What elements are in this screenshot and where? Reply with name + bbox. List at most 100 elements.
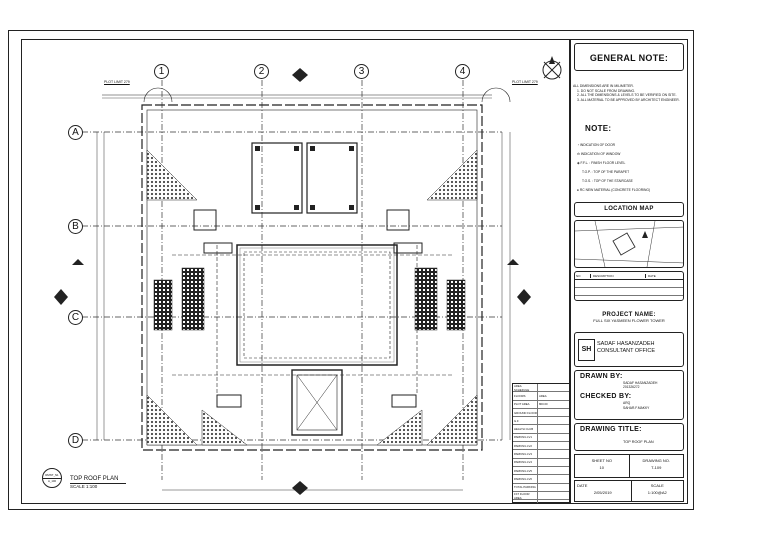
general-notes-list: ALL DIMENSIONS ARE IN MILIMETER. 1. DO N…: [573, 84, 687, 102]
drawn-checked-box: DRAWN BY: SADAF HASANZADEH 201326272 CHE…: [574, 370, 684, 420]
general-note-item: 3. ALL MATERIAL TO BE APPROVED BY ARCHIT…: [577, 97, 680, 102]
project-name-block: PROJECT NAME: FULL SIX YASMEEN FLOWER TO…: [574, 312, 684, 323]
drawing-sheet: 1 2 3 4 A B C D PLOT LIMIT 279 PLOT LIMI…: [8, 30, 694, 510]
schedule-label: PARKING LV3: [513, 450, 538, 458]
schedule-label: PARKING LV2: [513, 442, 538, 450]
schedule-row: AREA SCHEDULE: [513, 384, 569, 393]
schedule-row: 1ST FLOOR AREA: [513, 492, 569, 501]
floor-plan-area: 1 2 3 4 A B C D PLOT LIMIT 279 PLOT LIMI…: [21, 39, 570, 504]
title-block: GENERAL NOTE: ALL DIMENSIONS ARE IN MILI…: [570, 39, 688, 504]
general-note-item: 2. ALL THE DIMENSIONS & LEVELS TO BE VER…: [577, 93, 677, 97]
drawing-no-cell: DRAWING NO. T-109: [630, 455, 684, 477]
plan-reference-tag: RMNT_N1 A_100: [42, 468, 62, 488]
sheet-no-cell: SHEET NO 10: [575, 455, 630, 477]
roof-plan-drawing: [54, 56, 562, 495]
plan-scale: SCALE 1:100: [70, 484, 98, 489]
schedule-row: PARKING LV2: [513, 442, 569, 451]
date-cell: DATE 2/05/2019: [575, 481, 632, 501]
general-note-title: GENERAL NOTE:: [589, 53, 669, 63]
location-map-title: LOCATION MAP: [604, 206, 654, 212]
schedule-label: 1ST FLOOR AREA: [513, 492, 538, 500]
scale-cell: SCALE 1:100@A2: [632, 481, 684, 501]
schedule-label: PARKING LV5: [513, 466, 538, 475]
note-window: ⊖ INDICATION OF WINDOW: [577, 152, 621, 156]
drawn-by-label: DRAWN BY:: [580, 373, 623, 380]
plan-title-block: TOP ROOF PLAN SCALE 1:100: [70, 476, 126, 489]
grid-bubble-4: 4: [455, 64, 470, 79]
schedule-label: PLOT AREA: [513, 400, 538, 408]
scale-value: 1:100@A2: [647, 490, 667, 495]
schedule-label: PARKING LV6: [513, 475, 538, 483]
note-material: ● RC NEW MATERIAL (CONCRETE FLOORING): [577, 188, 651, 192]
schedule-row: GROUND FLOOR: [513, 408, 569, 418]
schedule-label: TYPICAL FLOOR: [513, 500, 538, 503]
revision-table: NO DESCRIPTION DATE: [574, 271, 684, 301]
drawing-title-box: DRAWING TITLE: TOP ROOF PLAN: [574, 423, 684, 451]
general-note-item: 1. DO NOT SCALE FROM DRAWING.: [577, 88, 636, 93]
office-box: SH SADAF HASANZADEH CONSULTANT OFFICE: [574, 332, 684, 367]
drawing-no: T-109: [651, 465, 662, 470]
plot-limit-left-label: PLOT LIMIT 279: [104, 80, 130, 84]
revision-header: NO DESCRIPTION DATE: [575, 272, 683, 280]
notes-legend: ◔ INDICATION OF DOOR ⊖ INDICATION OF WIN…: [577, 141, 687, 195]
general-note-item: ALL DIMENSIONS ARE IN MILIMETER.: [573, 84, 634, 88]
grid-bubble-d: D: [68, 433, 83, 448]
window-icon: ⊖: [577, 152, 581, 156]
grid-bubble-2: 2: [254, 64, 269, 79]
note-title: NOTE:: [585, 124, 612, 133]
sheet-number-row: SHEET NO 10 DRAWING NO. T-109: [574, 454, 684, 478]
schedule-row: PARKING LV1: [513, 433, 569, 443]
schedule-label: TOTAL PARKING: [513, 483, 538, 491]
plan-tag-bottom: A_100: [43, 478, 61, 483]
location-map-header: LOCATION MAP: [574, 202, 684, 217]
location-map: [574, 220, 684, 268]
grid-bubble-c: C: [68, 310, 83, 325]
schedule-label: HEALTH CLUB: [513, 425, 538, 433]
checked-by-label: CHECKED BY:: [580, 393, 632, 400]
note-top: T.O.P. : TOP OF THE PARAPET: [582, 170, 630, 174]
plot-limit-right-label: PLOT LIMIT 279: [512, 80, 538, 84]
date-scale-row: DATE 2/05/2019 SCALE 1:100@A2: [574, 480, 684, 502]
project-name: FULL SIX YASMEEN FLOWER TOWER: [593, 318, 665, 323]
plan-title: TOP ROOF PLAN: [70, 476, 119, 482]
material-icon: ●: [577, 188, 580, 192]
grid-bubble-a: A: [68, 125, 83, 140]
schedule-row: PARKING LV3: [513, 450, 569, 459]
schedule-label: AREA SCHEDULE: [513, 384, 538, 392]
general-note-box: GENERAL NOTE:: [574, 43, 684, 71]
level-icon: ◈: [577, 161, 581, 165]
schedule-label: G.F: [513, 417, 538, 425]
schedule-value: 800.00: [539, 402, 548, 407]
sheet-no: 10: [599, 465, 604, 470]
schedule-row: PARKING LV4: [513, 458, 569, 467]
schedule-row: PARKING LV5: [513, 466, 569, 476]
grid-bubble-b: B: [68, 219, 83, 234]
grid-bubble-3: 3: [354, 64, 369, 79]
drawing-title-label: DRAWING TITLE:: [580, 426, 642, 433]
grid-bubble-1: 1: [154, 64, 169, 79]
schedule-label: GROUND FLOOR: [514, 408, 538, 417]
office-logo: SH: [578, 339, 595, 361]
office-name: SADAF HASANZADEH CONSULTANT OFFICE: [597, 341, 656, 354]
location-map-image: [575, 221, 683, 267]
schedule-row: G.F: [513, 417, 569, 426]
note-ffl: ◈ F.F.L. : FINISH FLOOR LEVEL: [577, 161, 626, 165]
drawing-title: TOP ROOF PLAN: [623, 440, 654, 444]
schedule-row: PARKING LV6: [513, 475, 569, 484]
schedule-row: TOTAL PARKING: [513, 483, 569, 492]
drawn-by-value: SADAF HASANZADEH 201326272: [623, 381, 658, 389]
schedule-row: TYPICAL FLOOR: [513, 500, 569, 503]
schedule-label: FLOORS: [513, 392, 538, 400]
note-tos: T.O.S. : TOP OF THE STAIRCASE: [582, 179, 633, 183]
checked-by-value: ARQ SAHAR.F.MAKKY: [623, 401, 650, 410]
schedule-row: HEALTH CLUB: [513, 425, 569, 434]
schedule-label: PARKING LV1: [513, 433, 538, 442]
schedule-label: PARKING LV4: [513, 458, 538, 466]
project-name-label: PROJECT NAME:: [602, 312, 656, 318]
note-door: ◔ INDICATION OF DOOR: [577, 143, 616, 147]
plan-tag-top: RMNT_N1: [45, 473, 59, 477]
schedule-value: AREA: [539, 393, 547, 398]
